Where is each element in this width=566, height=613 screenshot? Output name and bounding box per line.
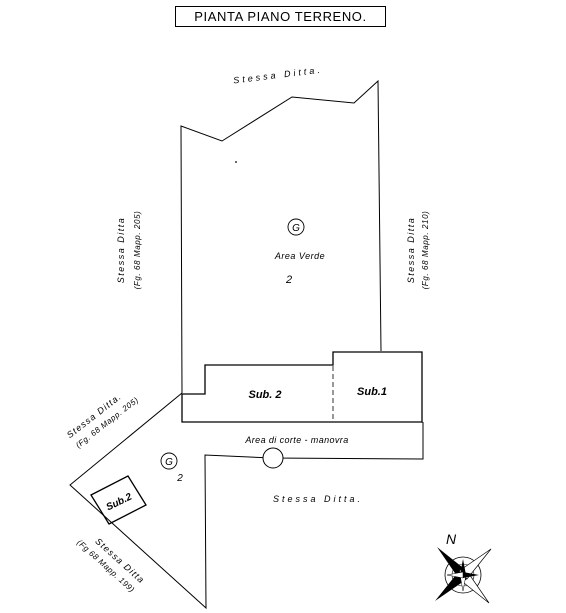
area-verde-boundary [180,79,382,394]
left-neighbor-line2: (Fg. 68 Mapp. 205) [133,211,142,290]
small-sub2-label: Sub.2 [105,491,135,513]
sub2-label: Sub. 2 [248,389,281,401]
bottom-left-neighbor-label: Stessa Ditta (Fg 68 Mapp. 199) [75,536,147,594]
g-symbol-corte: G [165,457,173,468]
g-symbol-circle-verde [287,218,305,236]
g-symbol-circle-corte [160,452,178,470]
area-verde-label: Area Verde [274,251,325,261]
small-sub2-building [90,475,147,525]
survey-dot [235,161,237,163]
corte-number: 2 [176,473,183,484]
sw-neighbor-label: Stessa Ditta. (Fg. 68 Mapp. 205) [65,391,140,450]
corte-boundary-left [69,392,424,610]
area-corte-label: Area di corte - manovra [244,435,348,445]
manhole-circle [262,447,284,469]
main-building [181,351,423,423]
area-verde-number: 2 [285,274,292,286]
right-neighbor-line1: Stessa Ditta [406,217,416,284]
north-label: N [446,531,457,547]
left-neighbor-line1: Stessa Ditta [116,217,126,284]
g-symbol-verde: G [292,223,300,234]
right-neighbor-label: Stessa Ditta (Fg. 68 Mapp. 210) [406,211,430,290]
page-title: PIANTA PIANO TERRENO. [175,6,386,27]
compass-rose-icon [435,547,492,604]
right-neighbor-line2: (Fg. 68 Mapp. 210) [421,211,430,290]
bottom-neighbor-label: Stessa Ditta. [273,494,363,504]
top-neighbor-label: Stessa Ditta. [233,65,324,86]
left-neighbor-label: Stessa Ditta (Fg. 68 Mapp. 205) [116,211,142,290]
sub1-label: Sub.1 [357,386,387,398]
